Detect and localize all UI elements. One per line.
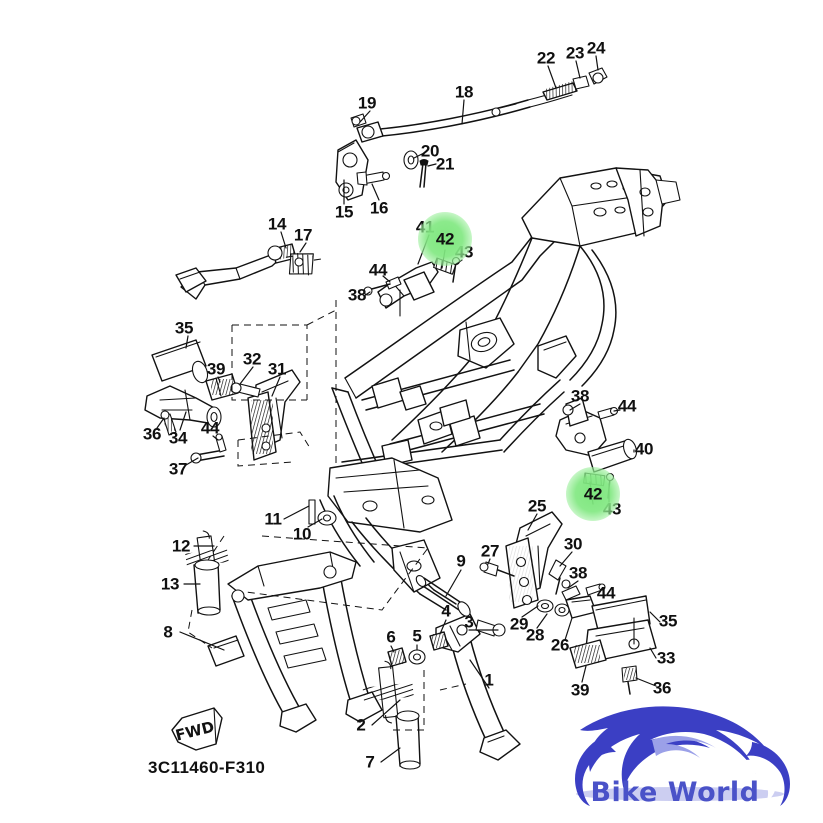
highlighted-callout-number-42: 42 <box>435 229 455 249</box>
callout-number-28: 28 <box>525 625 545 645</box>
callout-number-44: 44 <box>200 418 220 438</box>
callout-number-33: 33 <box>656 648 676 668</box>
callout-number-36: 36 <box>652 678 672 698</box>
callout-number-20: 20 <box>420 141 440 161</box>
callout-number-3: 3 <box>464 612 474 632</box>
callout-number-39: 39 <box>206 359 226 379</box>
callout-number-35: 35 <box>174 318 194 338</box>
highlighted-callout-number-42: 42 <box>583 484 603 504</box>
part-number-label: 3C11460-F310 <box>148 758 266 777</box>
callout-number-43: 43 <box>602 499 622 519</box>
callout-number-6: 6 <box>386 627 396 647</box>
callout-number-30: 30 <box>563 534 583 554</box>
callout-number-7: 7 <box>365 752 375 772</box>
callout-number-15: 15 <box>334 202 354 222</box>
callout-number-19: 19 <box>357 93 377 113</box>
callout-number-36: 36 <box>142 424 162 444</box>
callout-number-38: 38 <box>347 285 367 305</box>
callout-number-43: 43 <box>454 242 474 262</box>
callout-number-40: 40 <box>634 439 654 459</box>
callout-number-8: 8 <box>163 622 173 642</box>
side-stand-assembly <box>362 574 521 770</box>
callout-number-37: 37 <box>168 459 188 479</box>
callout-number-12: 12 <box>171 536 191 556</box>
callout-number-24: 24 <box>586 38 606 58</box>
callout-number-27: 27 <box>480 541 500 561</box>
callout-number-31: 31 <box>267 359 287 379</box>
callout-number-38: 38 <box>568 563 588 583</box>
callout-number-41: 41 <box>415 217 435 237</box>
callout-number-44: 44 <box>596 583 616 603</box>
bike-world-logo-text: Bike World <box>590 777 760 808</box>
callout-number-4: 4 <box>441 601 451 621</box>
callout-number-44: 44 <box>368 260 388 280</box>
callout-number-18: 18 <box>454 82 474 102</box>
callout-number-13: 13 <box>160 574 180 594</box>
callout-number-23: 23 <box>565 43 585 63</box>
callout-number-11: 11 <box>264 509 282 529</box>
callout-number-29: 29 <box>509 614 529 634</box>
callout-number-17: 17 <box>293 225 313 245</box>
callout-number-44: 44 <box>617 396 637 416</box>
fwd-direction-marker: FWD <box>171 707 223 751</box>
bike-world-logo-mark <box>575 706 790 806</box>
callout-number-25: 25 <box>527 496 547 516</box>
motorcycle-frame <box>319 167 681 611</box>
brake-pedal-assembly <box>175 243 322 300</box>
callout-number-9: 9 <box>456 551 466 571</box>
callout-number-10: 10 <box>292 524 312 544</box>
left-footrest-assembly <box>144 300 337 468</box>
callout-number-14: 14 <box>267 214 287 234</box>
callout-number-39: 39 <box>570 680 590 700</box>
callout-number-38: 38 <box>570 386 590 406</box>
callout-number-26: 26 <box>550 635 570 655</box>
callout-number-22: 22 <box>536 48 556 68</box>
center-stand-assembly <box>185 499 429 733</box>
callout-number-16: 16 <box>369 198 389 218</box>
callout-number-2: 2 <box>356 715 366 735</box>
right-bracket-assembly <box>479 511 657 695</box>
leader-lines <box>156 55 661 763</box>
callout-number-21: 21 <box>435 154 455 174</box>
callout-number-5: 5 <box>412 626 422 646</box>
callout-number-34: 34 <box>168 428 188 448</box>
callout-number-35: 35 <box>658 611 678 631</box>
callout-number-1: 1 <box>484 670 494 690</box>
callout-number-32: 32 <box>242 349 262 369</box>
